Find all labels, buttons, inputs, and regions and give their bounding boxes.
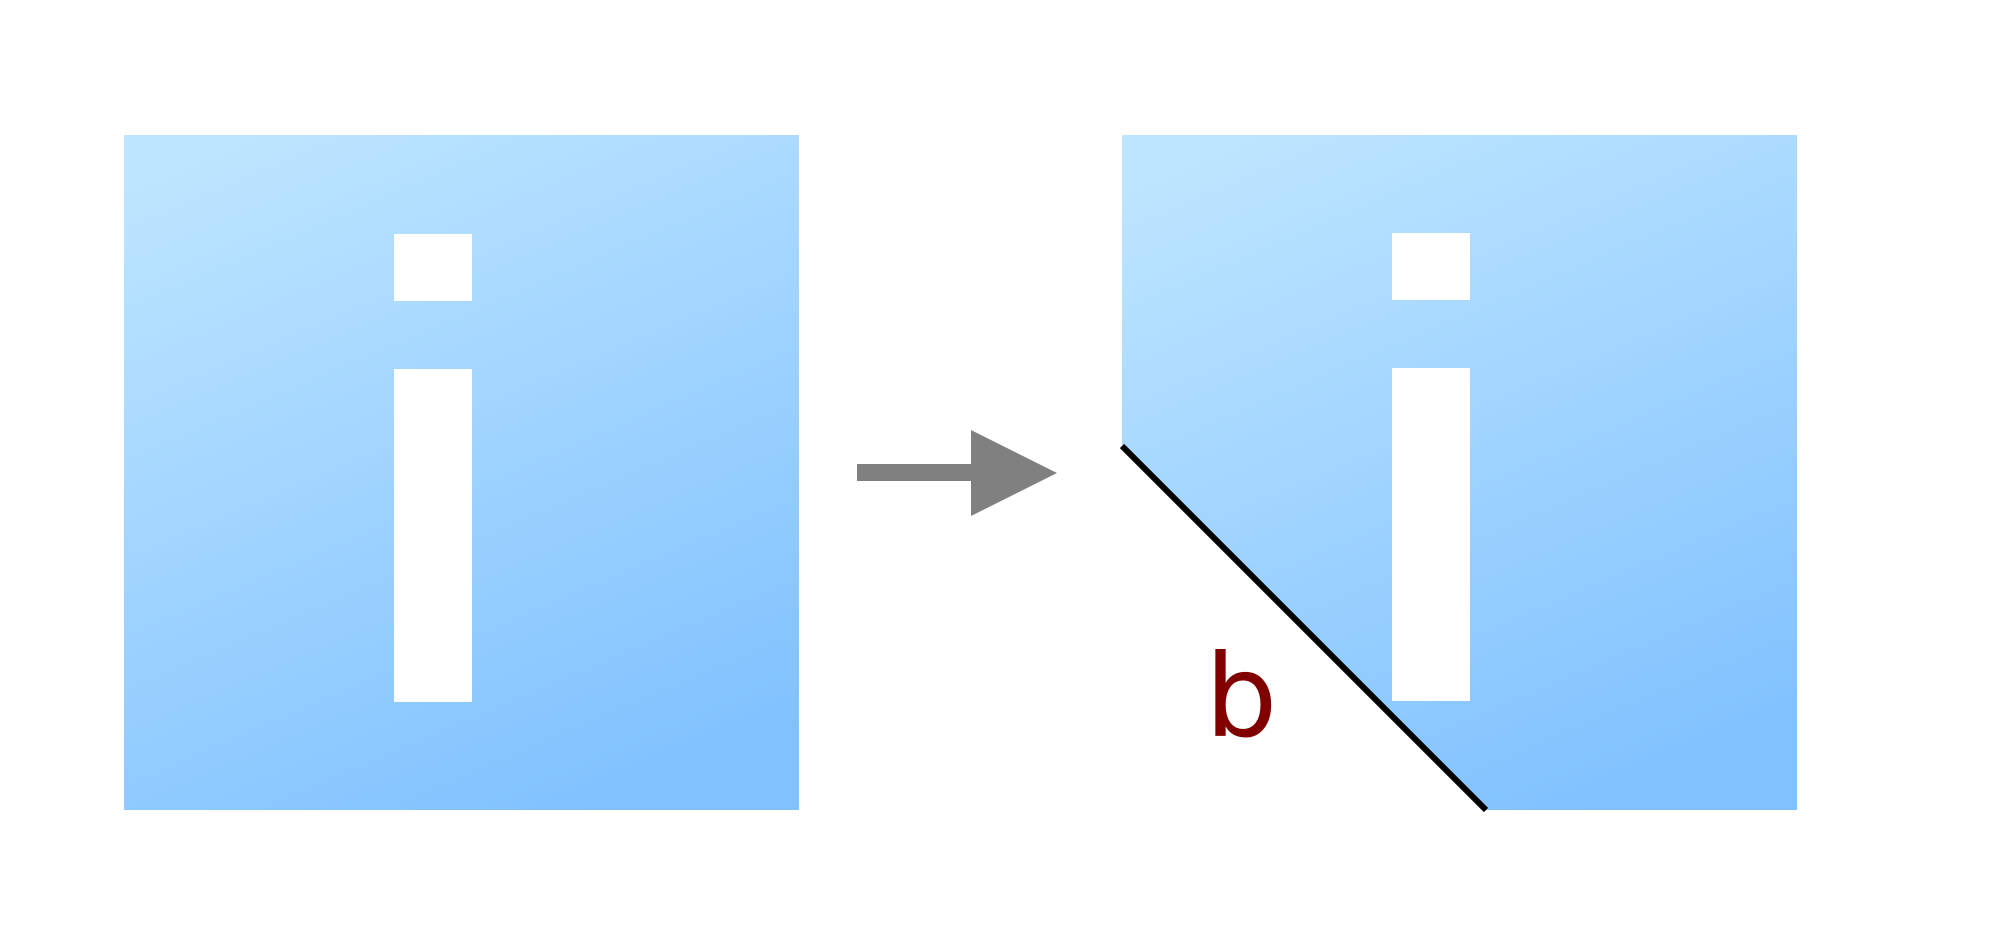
right-arrow-icon [857, 430, 1057, 516]
i-dot [394, 234, 472, 301]
i-stem [394, 369, 472, 702]
i-dot-clipped [1392, 233, 1470, 300]
cut-line [1119, 443, 1489, 813]
arrow-head [971, 430, 1057, 516]
i-stem-clipped [1392, 368, 1470, 701]
arrow-shaft [857, 464, 982, 481]
source-panel [124, 135, 799, 810]
result-panel: b [1119, 135, 1797, 813]
info-i-icon [394, 234, 472, 702]
cut-label: b [1205, 630, 1277, 763]
info-i-icon-clipped [1392, 233, 1470, 701]
